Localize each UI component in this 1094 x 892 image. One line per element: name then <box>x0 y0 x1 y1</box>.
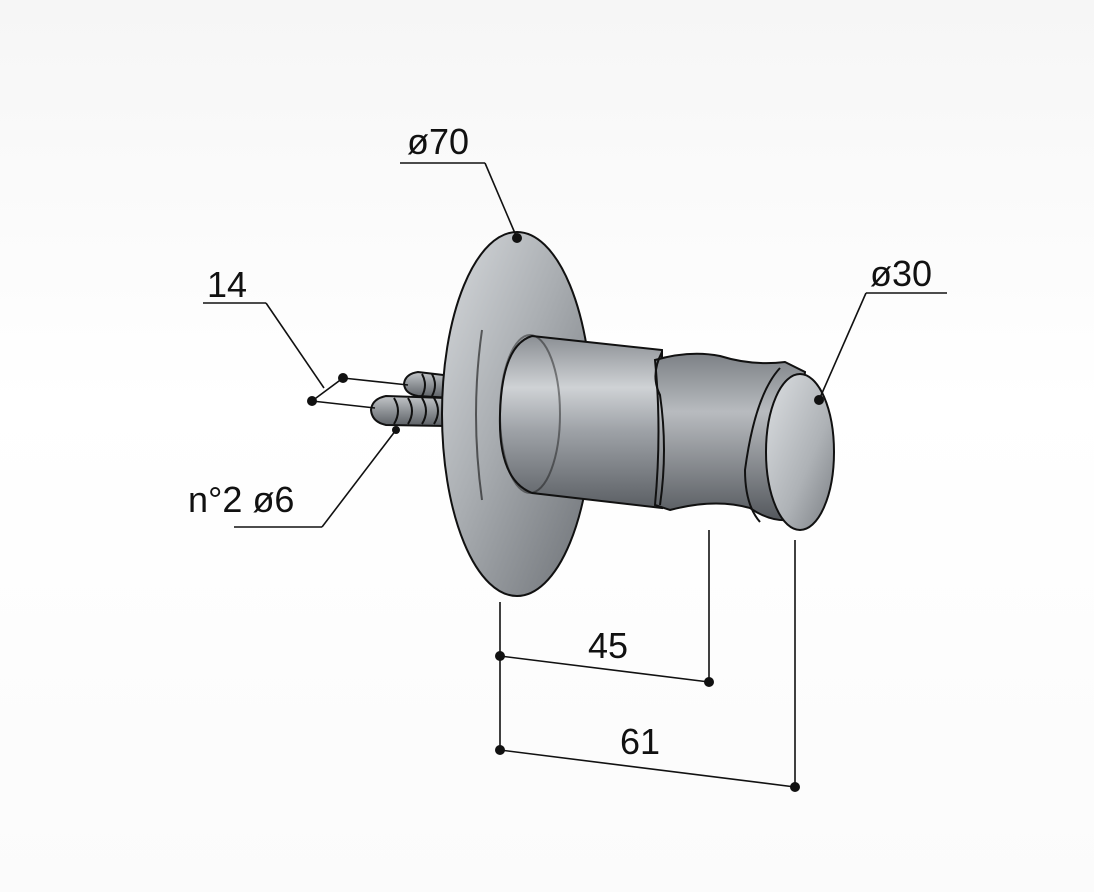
dimension-head-diameter: ø30 <box>814 253 947 405</box>
dim-label-screws: n°2 ø6 <box>188 479 294 520</box>
dim-label-screw-length: 14 <box>207 264 247 305</box>
dim-label-flange-diameter: ø70 <box>407 121 469 162</box>
dimension-total-depth: 61 <box>495 540 800 792</box>
dimension-depth-to-holder: 45 <box>495 530 714 750</box>
dim-label-head-diameter: ø30 <box>870 253 932 294</box>
dim-point-flange <box>512 233 522 243</box>
dim-label-total-depth: 61 <box>620 721 660 762</box>
dim-point-screw-a <box>338 373 348 383</box>
dimension-screw-length: 14 <box>203 264 409 409</box>
dim-label-depth-to-holder: 45 <box>588 625 628 666</box>
cap-face <box>765 373 835 531</box>
dimension-screws: n°2 ø6 <box>188 426 400 528</box>
lower-plug <box>369 394 447 428</box>
dim-point-head <box>814 395 824 405</box>
dim-point-screw-b <box>307 396 317 406</box>
dim-point-screws <box>392 426 400 434</box>
body-cylinder <box>498 334 663 510</box>
dimension-flange-diameter: ø70 <box>400 121 522 243</box>
end-cap <box>765 373 835 531</box>
wall-plugs <box>369 370 453 428</box>
body <box>498 334 663 510</box>
